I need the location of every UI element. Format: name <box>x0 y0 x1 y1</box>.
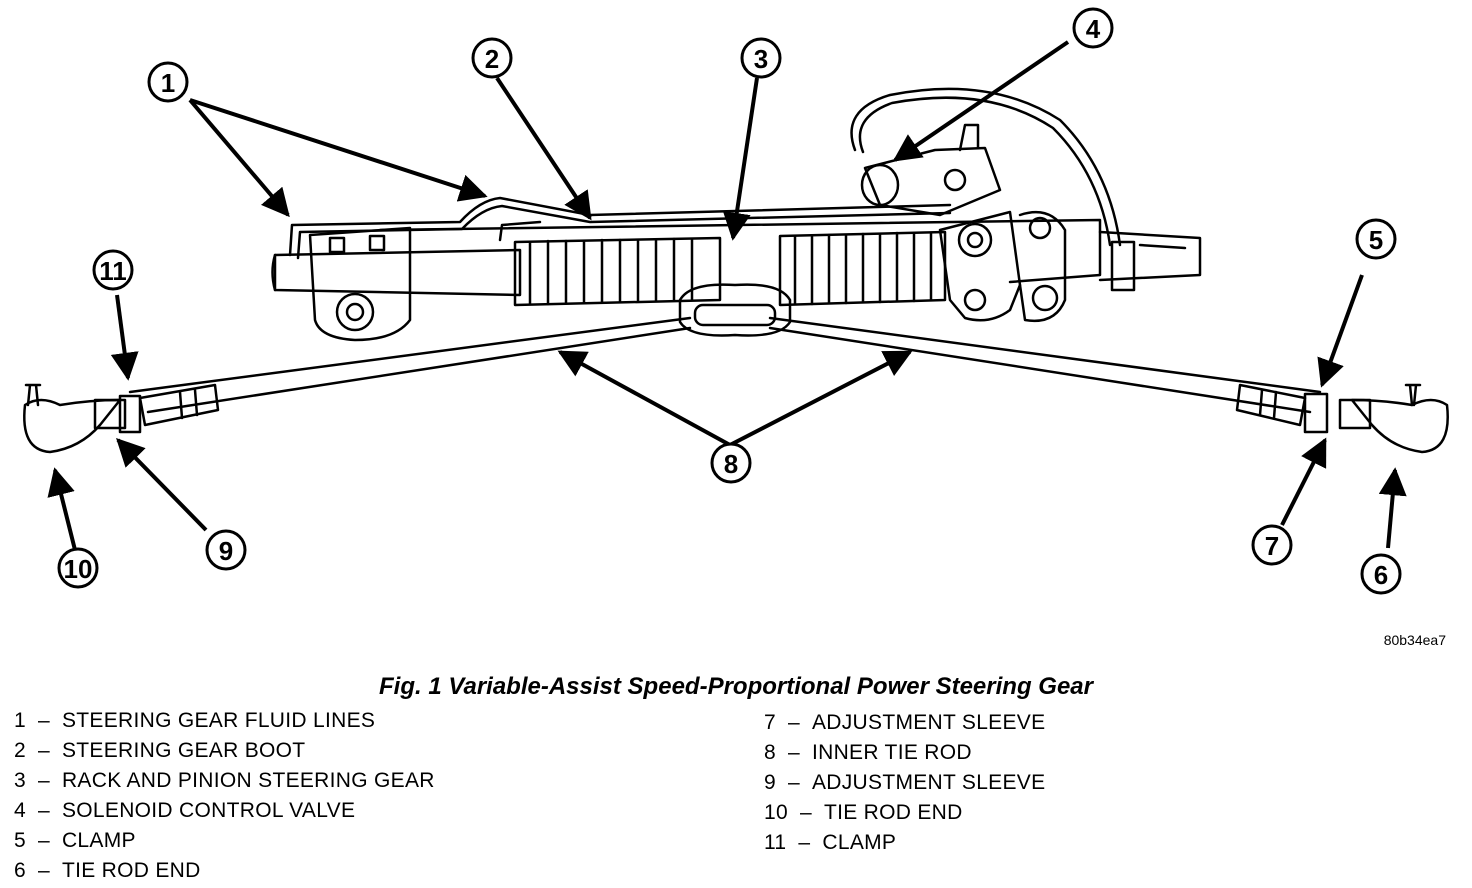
legend-number: 5 <box>14 829 26 852</box>
legend-label: RACK AND PINION STEERING GEAR <box>61 769 435 792</box>
leader-4 <box>892 40 1070 162</box>
svg-text:11: 11 <box>99 256 127 286</box>
leader-8a <box>557 350 731 447</box>
callout-5: 5 <box>1355 218 1397 260</box>
callout-7: 7 <box>1251 524 1293 566</box>
legend-dash: – <box>799 801 812 824</box>
callout-9: 9 <box>205 529 247 571</box>
legend-label: ADJUSTMENT SLEEVE <box>811 771 1046 794</box>
leader-7 <box>1280 437 1327 526</box>
callout-1: 1 <box>147 61 189 103</box>
legend-number: 6 <box>14 859 26 882</box>
legend-label: SOLENOID CONTROL VALVE <box>61 799 356 822</box>
callout-3: 3 <box>740 37 782 79</box>
leader-3 <box>722 77 759 241</box>
leader-1a <box>188 98 290 218</box>
svg-text:5: 5 <box>1369 225 1383 255</box>
legend-dash: – <box>37 859 50 882</box>
legend-item: 7–ADJUSTMENT SLEEVE <box>764 708 1045 738</box>
callout-4: 4 <box>1072 7 1114 49</box>
legend-item: 2–STEERING GEAR BOOT <box>14 736 435 766</box>
svg-text:9: 9 <box>219 536 233 566</box>
legend-dash: – <box>37 769 50 792</box>
leader-5 <box>1317 274 1364 388</box>
svg-text:3: 3 <box>754 44 768 74</box>
legend-label: STEERING GEAR FLUID LINES <box>61 709 376 732</box>
figure-code: 80b34ea7 <box>1383 632 1446 648</box>
callout-8: 8 <box>710 442 752 484</box>
callout-10: 10 <box>57 547 99 589</box>
legend-item: 8–INNER TIE ROD <box>764 738 1045 768</box>
legend-item: 10–TIE ROD END <box>764 798 1045 828</box>
leader-9 <box>116 437 208 532</box>
legend-dash: – <box>787 711 800 734</box>
legend-left: 1–STEERING GEAR FLUID LINES 2–STEERING G… <box>14 706 435 886</box>
callout-11: 11 <box>92 249 134 291</box>
leader-6 <box>1378 467 1407 549</box>
svg-text:7: 7 <box>1265 531 1279 561</box>
legend-item: 6–TIE ROD END <box>14 856 435 886</box>
leader-11 <box>110 294 139 381</box>
leader-10 <box>47 467 77 551</box>
legend-label: INNER TIE ROD <box>811 741 972 764</box>
legend-item: 9–ADJUSTMENT SLEEVE <box>764 768 1045 798</box>
legend-right: 7–ADJUSTMENT SLEEVE 8–INNER TIE ROD 9–AD… <box>764 708 1045 858</box>
legend-dash: – <box>37 829 50 852</box>
legend-number: 4 <box>14 799 26 822</box>
legend-number: 1 <box>14 709 26 732</box>
svg-text:2: 2 <box>485 44 499 74</box>
svg-text:10: 10 <box>64 554 93 584</box>
legend-dash: – <box>37 709 50 732</box>
steering-gear-diagram: 1 2 3 4 5 6 7 8 <box>23 7 1449 595</box>
leader-2 <box>495 76 592 221</box>
mounting-bracket <box>308 226 412 342</box>
legend-label: TIE ROD END <box>823 801 963 824</box>
legend-label: ADJUSTMENT SLEEVE <box>811 711 1046 734</box>
legend-number: 8 <box>764 741 776 764</box>
legend-number: 3 <box>14 769 26 792</box>
legend-label: TIE ROD END <box>61 859 201 882</box>
svg-text:8: 8 <box>724 449 738 479</box>
right-tie-rod-assembly <box>1235 383 1449 454</box>
legend-number: 10 <box>764 801 788 824</box>
legend-number: 2 <box>14 739 26 762</box>
inner-tie-rods <box>128 316 1322 414</box>
solenoid-valve <box>850 87 1136 292</box>
center-mount <box>678 283 792 337</box>
legend-dash: – <box>787 741 800 764</box>
callout-2: 2 <box>471 37 513 79</box>
steering-gear-boots <box>513 230 947 307</box>
legend-item: 5–CLAMP <box>14 826 435 856</box>
legend-label: STEERING GEAR BOOT <box>61 739 306 762</box>
callout-6: 6 <box>1360 553 1402 595</box>
legend-item: 11–CLAMP <box>764 828 1045 858</box>
legend-item: 1–STEERING GEAR FLUID LINES <box>14 706 435 736</box>
legend-dash: – <box>37 739 50 762</box>
leader-1b <box>189 98 488 202</box>
legend-dash: – <box>798 831 811 854</box>
left-tie-rod-assembly <box>23 383 220 454</box>
legend-dash: – <box>787 771 800 794</box>
legend-number: 7 <box>764 711 776 734</box>
legend-item: 4–SOLENOID CONTROL VALVE <box>14 796 435 826</box>
legend-label: CLAMP <box>61 829 136 852</box>
legend-number: 11 <box>764 831 787 854</box>
svg-text:6: 6 <box>1374 560 1388 590</box>
legend-number: 9 <box>764 771 776 794</box>
legend-label: CLAMP <box>822 831 897 854</box>
valve-body <box>938 210 1067 323</box>
leader-8b <box>729 350 913 447</box>
svg-text:4: 4 <box>1086 14 1101 44</box>
figure-caption: Fig. 1 Variable-Assist Speed-Proportiona… <box>379 673 1093 700</box>
svg-text:1: 1 <box>161 68 175 98</box>
legend-dash: – <box>37 799 50 822</box>
legend-item: 3–RACK AND PINION STEERING GEAR <box>14 766 435 796</box>
fluid-lines <box>288 196 952 260</box>
